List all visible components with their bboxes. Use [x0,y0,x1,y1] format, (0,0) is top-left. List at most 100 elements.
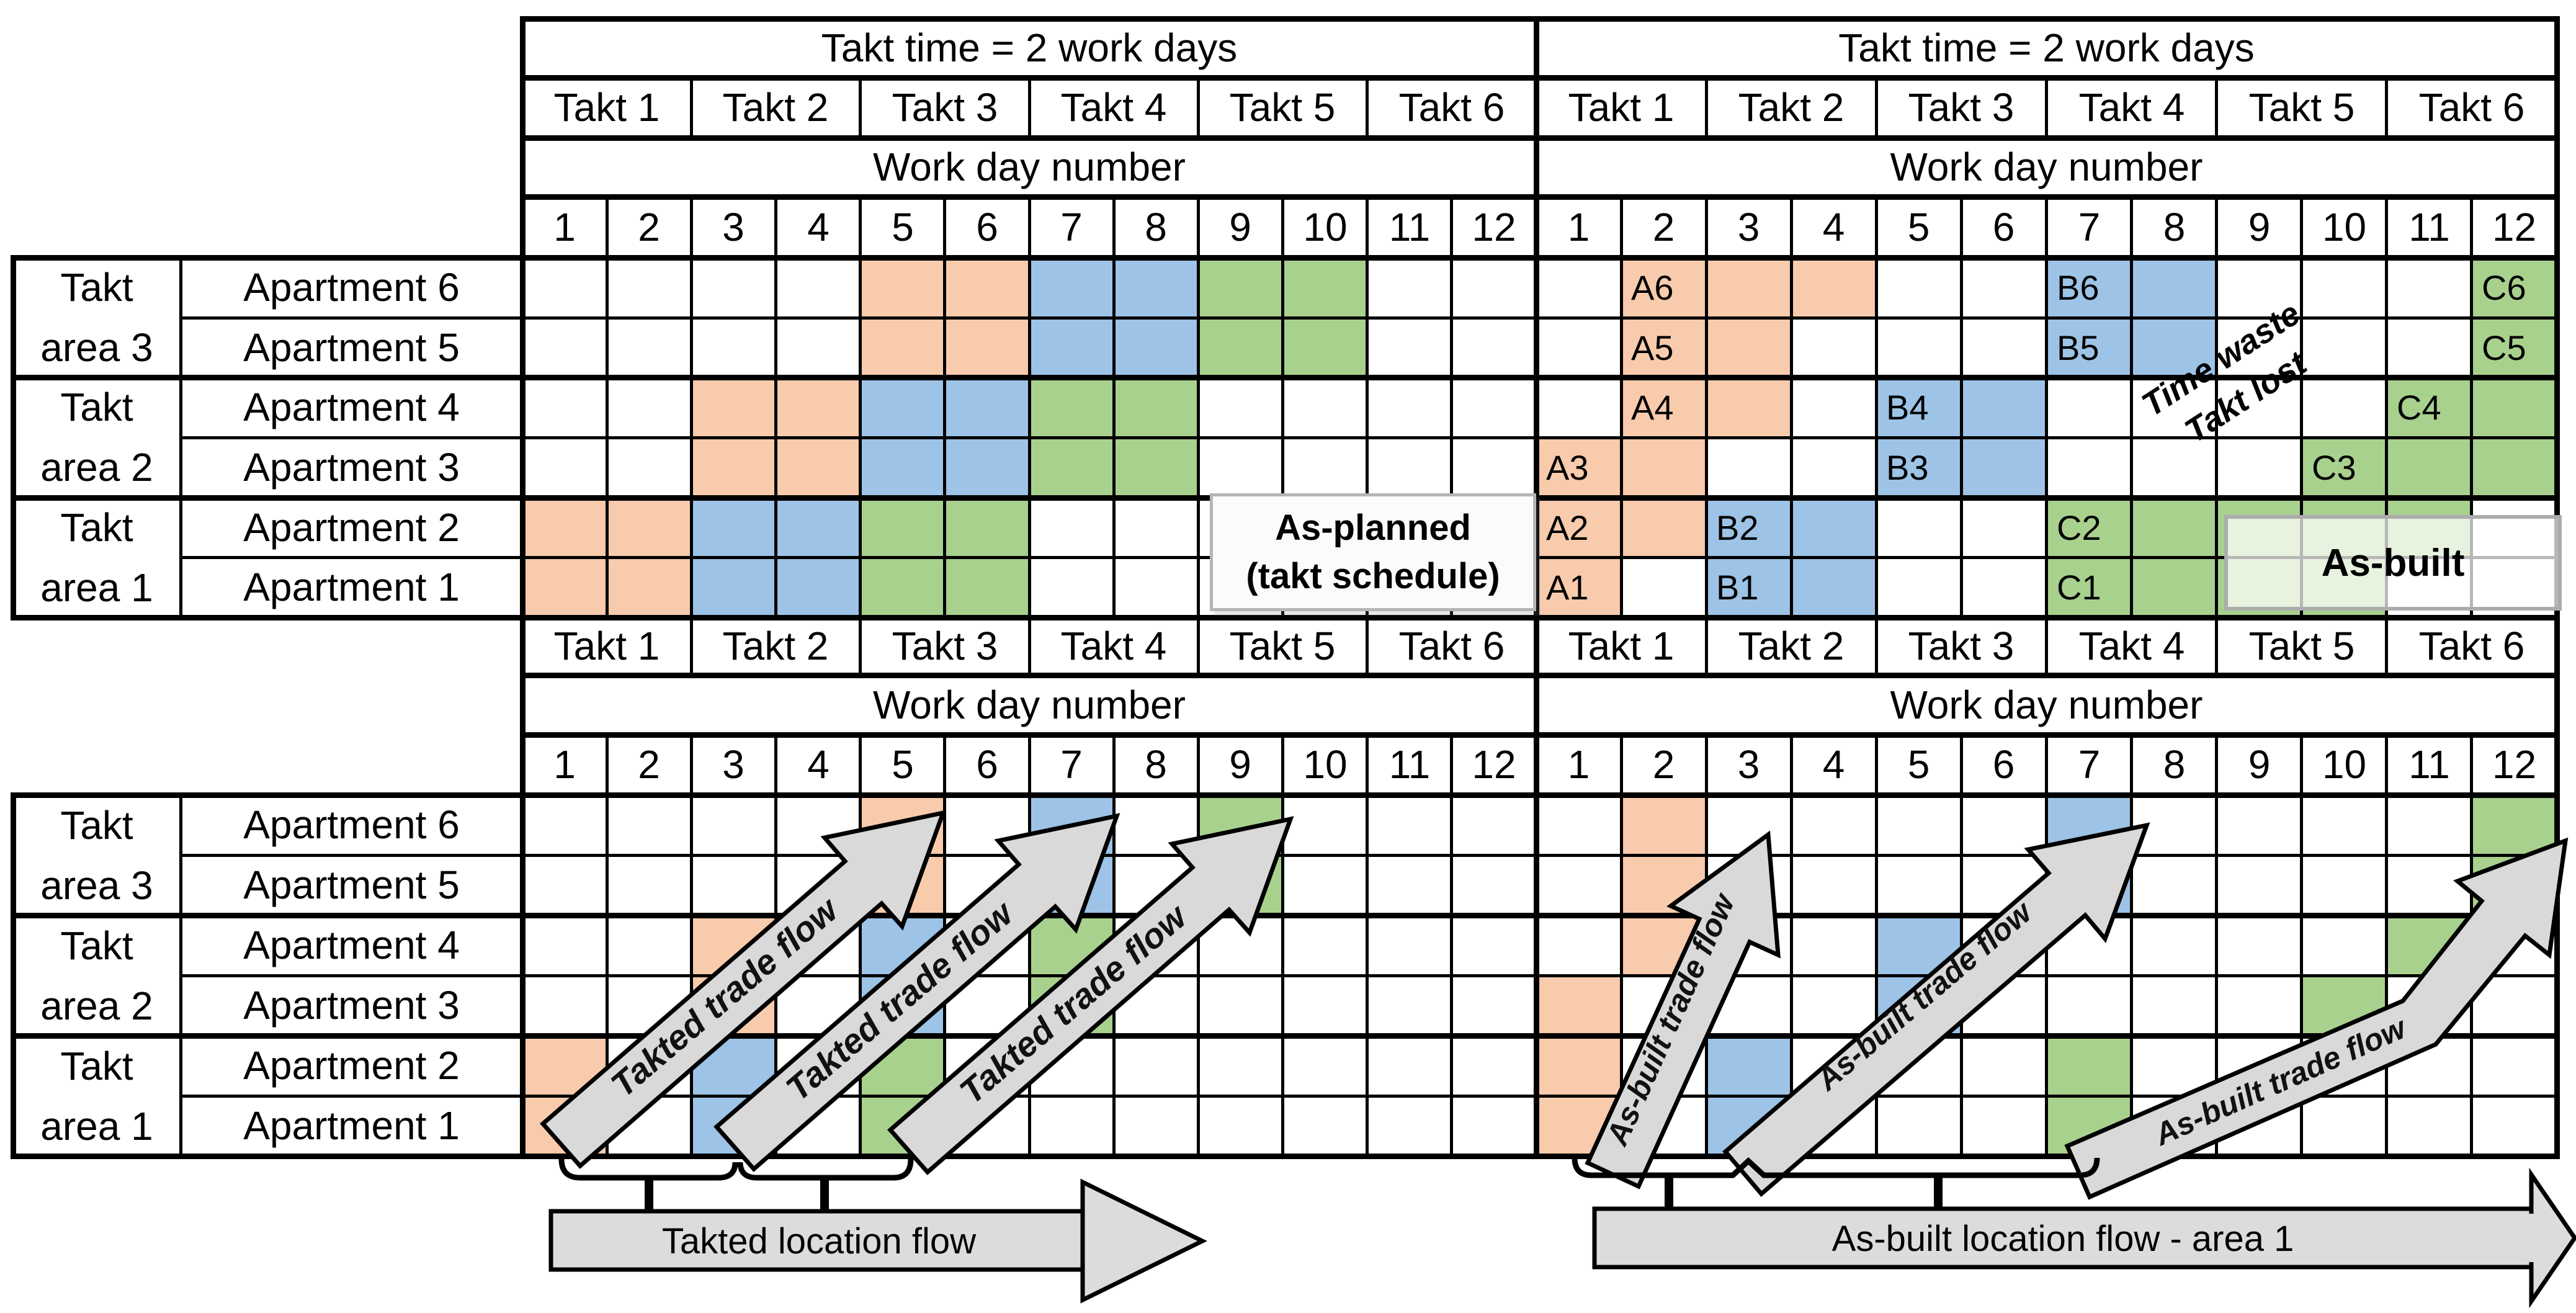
grid-line-vertical [1281,733,1284,1158]
day-number-cell: 1 [553,742,576,787]
grid-cell [1198,318,1282,378]
takt-header-cell: Takt 1 [553,624,660,669]
grid-cell [861,557,945,617]
grid-cell [1621,258,1706,318]
as-planned-line1: As-planned [1275,507,1471,548]
grid-cell [776,498,861,558]
grid-cell [1621,377,1706,437]
grid-line-vertical [943,195,946,619]
takt-header-cell: Takt 1 [1568,624,1675,669]
grid-line-horizontal [11,792,2560,798]
grid-line-horizontal [179,316,2559,320]
grid-cell [1536,437,1621,498]
grid-cell [2132,498,2217,558]
grid-cell [861,318,945,378]
grid-line-vertical [1790,195,1793,619]
grid-line-vertical [859,616,862,677]
apartment-label: Apartment 4 [243,385,460,430]
grid-line-vertical [1281,195,1284,619]
grid-line-vertical [1028,616,1031,677]
grid-line-vertical [1197,76,1200,140]
grid-cell [1876,377,1961,437]
takt-header-cell: Takt 4 [1060,85,1167,130]
takted-location-flow-arrow: Takted location flow [548,1178,1207,1304]
apartment-label: Apartment 5 [243,863,460,908]
grid-cell [2132,318,2217,378]
grid-line-vertical [1028,733,1031,1158]
grid-cell [1029,377,1114,437]
grid-cell [1114,318,1198,378]
day-number-cell: 7 [2078,742,2101,787]
grid-cell [607,498,691,558]
grid-cell [2472,437,2557,498]
grid-cell [1621,795,1706,855]
grid-line-vertical [2385,733,2388,1158]
grid-line-vertical [1450,733,1453,1158]
grid-line-horizontal [11,255,2560,261]
grid-line-vertical [1875,76,1878,140]
apartment-label: Apartment 5 [243,325,460,370]
grid-cell [945,258,1029,318]
trade-cell-label: A5 [1631,328,1674,367]
grid-cell [1198,258,1282,318]
day-number-cell: 2 [1652,742,1675,787]
grid-cell [861,377,945,437]
grid-cell [607,557,691,617]
apartment-label: Apartment 1 [243,565,460,610]
takt-header-cell: Takt 6 [1398,624,1505,669]
grid-cell [1791,557,1876,617]
grid-cell [1961,377,2046,437]
grid-line-vertical [1366,76,1369,140]
grid-line-horizontal [11,913,2560,918]
grid-cell [1536,1036,1621,1096]
grid-cell [1029,318,1114,378]
grid-line-horizontal [179,1095,2559,1098]
grid-cell [1621,318,1706,378]
trade-cell-label: C3 [2312,448,2356,487]
takt-header-cell: Takt 5 [2248,624,2355,669]
grid-cell [2047,1036,2132,1096]
trade-cell-label: C1 [2057,568,2101,607]
grid-line-vertical [2385,195,2388,619]
grid-line-vertical [1875,733,1878,1158]
grid-line-vertical [1534,16,1539,1159]
grid-cell [691,437,776,498]
grid-line-vertical [2470,195,2473,619]
takt-header-cell: Takt 3 [892,624,998,669]
day-number-cell: 6 [976,204,998,249]
day-number-cell: 4 [1822,742,1845,787]
grid-line-vertical [2045,195,2048,619]
day-number-cell: 4 [807,204,830,249]
grid-cell [1791,498,1876,558]
grid-line-vertical [2215,195,2218,619]
grid-cell [1029,258,1114,318]
grid-line-vertical [2215,733,2218,1158]
day-number-cell: 11 [1389,742,1431,787]
day-number-cell: 5 [1907,742,1930,787]
grid-line-vertical [2045,616,2048,677]
grid-cell [861,437,945,498]
grid-line-vertical [1197,616,1200,677]
trade-cell-label: B4 [1886,388,1929,427]
takt-area-label-line: area 2 [40,983,153,1028]
grid-line-vertical [2045,76,2048,140]
grid-cell [1706,498,1791,558]
day-number-cell: 10 [1303,742,1348,787]
grid-line-vertical [1450,195,1453,619]
grid-cell [691,557,776,617]
grid-cell [691,377,776,437]
apartment-label: Apartment 2 [243,1043,460,1088]
grid-line-vertical [690,733,693,1158]
as-built-label-box: As-built [2224,515,2562,611]
day-number-cell: 11 [1389,204,1431,249]
grid-cell [2132,557,2217,617]
takt-time-header: Takt time = 2 work days [821,25,1238,71]
grid-line-vertical [859,195,862,619]
day-number-cell: 8 [1145,204,1167,249]
grid-line-vertical [2215,616,2218,677]
trade-cell-label: A1 [1546,568,1589,607]
